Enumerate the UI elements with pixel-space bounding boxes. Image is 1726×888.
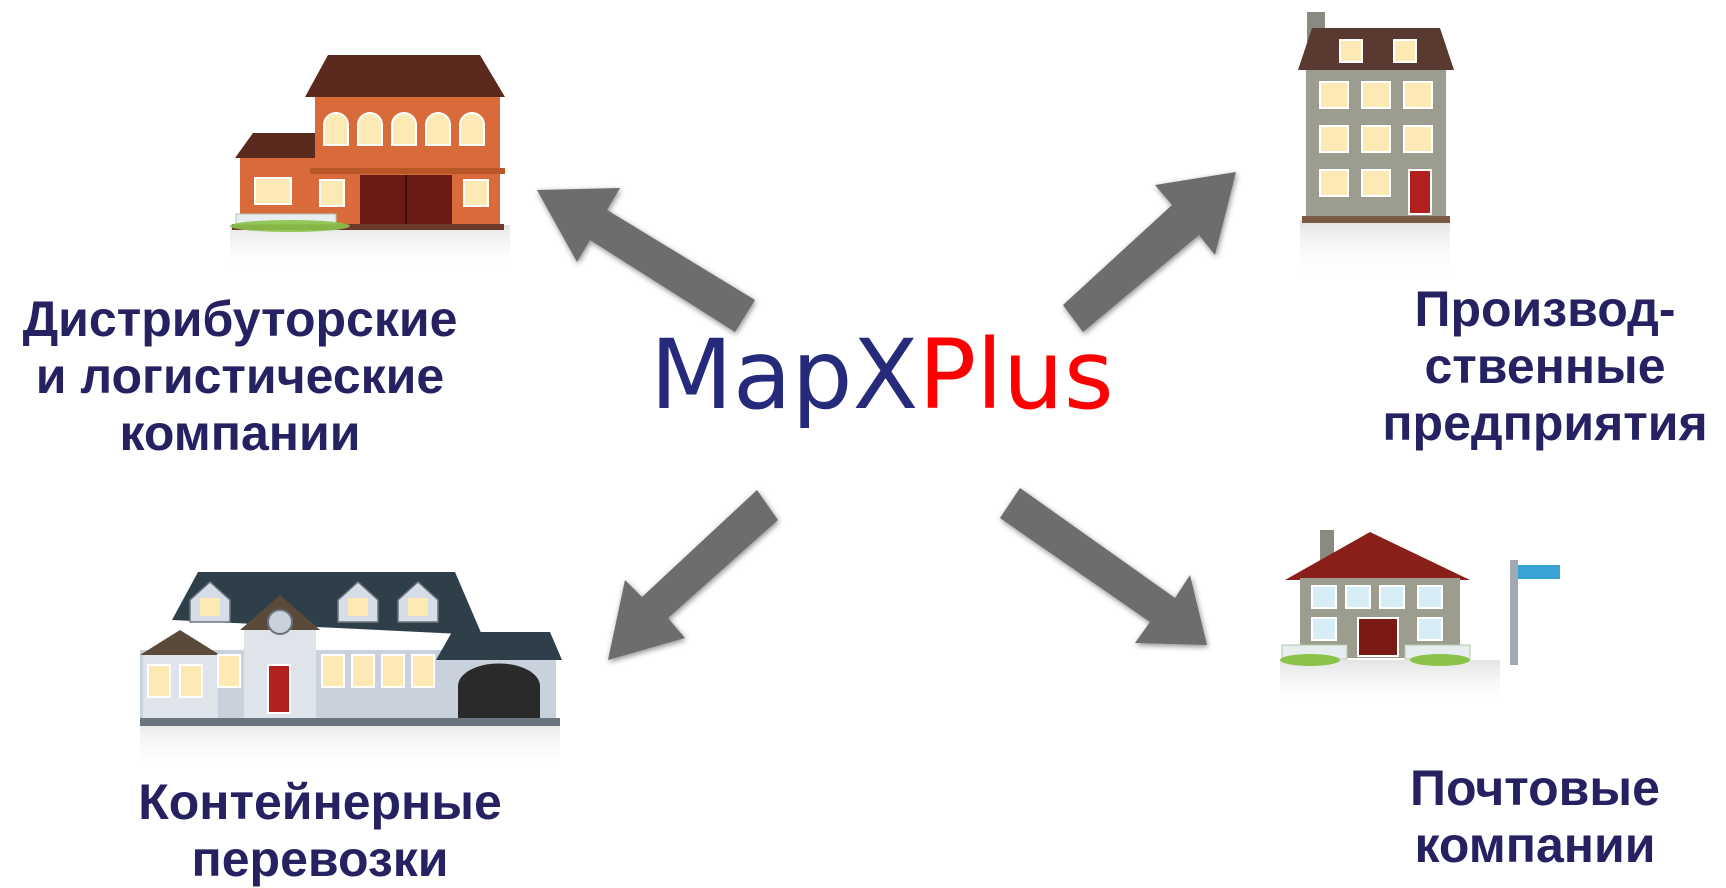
label-distribution: Дистрибуторские и логистические компании	[0, 291, 480, 462]
distribution-building-icon	[230, 55, 510, 270]
title-mapx: MapX	[650, 319, 919, 431]
arrow-to-postal	[1000, 488, 1207, 645]
arrow-to-production	[1063, 172, 1236, 332]
label-production: Производ- ственные предприятия	[1370, 281, 1720, 452]
label-postal-line-2: компании	[1414, 817, 1656, 873]
title-plus: Plus	[918, 319, 1114, 431]
postal-building-icon	[1280, 530, 1560, 710]
mapxplus-title: MapXPlus	[650, 319, 1114, 431]
label-production-line-1: Производ-	[1414, 281, 1676, 337]
label-production-line-3: предприятия	[1382, 395, 1708, 451]
label-container: Контейнерные перевозки	[110, 774, 530, 888]
label-distribution-line-1: Дистрибуторские	[22, 291, 458, 347]
production-building-icon	[1298, 12, 1454, 280]
label-postal: Почтовые компании	[1395, 760, 1675, 874]
label-container-line-2: перевозки	[191, 831, 449, 887]
label-container-line-1: Контейнерные	[138, 774, 502, 830]
label-postal-line-1: Почтовые	[1410, 760, 1660, 816]
container-building-icon	[140, 572, 562, 770]
label-production-line-2: ственные	[1424, 338, 1666, 394]
label-distribution-line-3: компании	[119, 405, 361, 461]
label-distribution-line-2: и логистические	[35, 348, 445, 404]
arrow-to-distribution	[537, 188, 755, 332]
arrow-to-container	[608, 490, 778, 660]
